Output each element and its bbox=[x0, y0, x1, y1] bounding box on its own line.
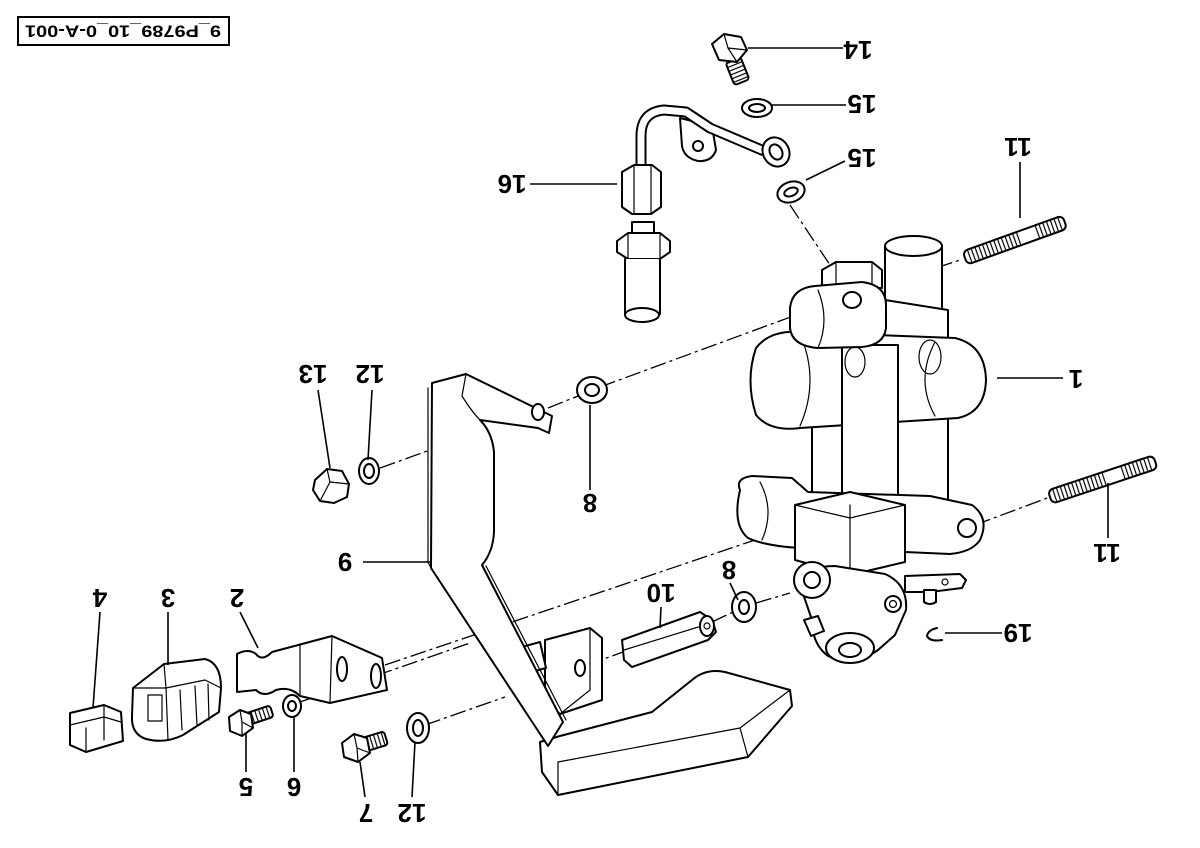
part-5-bolt bbox=[228, 705, 274, 737]
part-6-washer bbox=[282, 694, 302, 718]
callout-label: 16 bbox=[498, 169, 527, 199]
part-12-washer-lower bbox=[406, 712, 430, 744]
part-2-clip-plate bbox=[236, 635, 388, 704]
callout-label: 12 bbox=[356, 359, 385, 389]
callout-leader-lines bbox=[92, 47, 1109, 798]
part-13-nut bbox=[312, 468, 350, 504]
part-15-washer-upper bbox=[741, 98, 773, 118]
callout-label: 14 bbox=[843, 35, 872, 65]
callout-label: 6 bbox=[287, 772, 301, 802]
callout-label: 19 bbox=[1004, 618, 1033, 648]
part-16-union-adapter bbox=[616, 221, 671, 323]
drawing-code: 9_P9789_10_0-A-001 bbox=[25, 22, 221, 41]
callout-label: 7 bbox=[359, 798, 373, 828]
callout-label: 13 bbox=[299, 359, 328, 389]
callout-label: 5 bbox=[239, 772, 253, 802]
part-14-banjo-bolt bbox=[711, 33, 750, 86]
part-16-pipe bbox=[621, 104, 791, 215]
part-3-clamp bbox=[130, 658, 222, 742]
part-12-washer-upper bbox=[358, 457, 380, 485]
callout-label: 10 bbox=[647, 578, 676, 608]
part-10-spacer bbox=[621, 611, 717, 668]
callout-label: 15 bbox=[848, 89, 877, 119]
callout-label: 15 bbox=[848, 143, 877, 173]
callout-label: 12 bbox=[398, 798, 427, 828]
part-8-washer-upper bbox=[576, 376, 608, 404]
part-15-washer-lower bbox=[776, 180, 806, 204]
part-1-valve-body bbox=[736, 235, 987, 664]
part-19-circlip bbox=[926, 627, 943, 642]
part-11-stud-upper bbox=[963, 215, 1067, 265]
callout-label: 8 bbox=[583, 488, 597, 518]
callout-label: 3 bbox=[161, 583, 175, 613]
callout-label: 1 bbox=[1069, 364, 1083, 394]
part-11-stud-lower bbox=[1048, 455, 1158, 504]
part-9-bracket bbox=[427, 373, 793, 796]
drawing-code-box: 9_P9789_10_0-A-001 bbox=[17, 16, 230, 46]
callout-label: 11 bbox=[1004, 132, 1032, 162]
callout-label: 9 bbox=[338, 547, 352, 577]
callout-label: 4 bbox=[92, 583, 107, 613]
part-7-bolt bbox=[341, 731, 389, 763]
callout-labels: 14 15 15 16 11 13 12 8 1 9 11 4 3 2 10 8… bbox=[92, 35, 1121, 828]
callout-label: 8 bbox=[722, 555, 736, 585]
part-4-clip bbox=[69, 704, 124, 753]
callout-label: 11 bbox=[1093, 538, 1121, 568]
callout-label: 2 bbox=[230, 583, 244, 613]
